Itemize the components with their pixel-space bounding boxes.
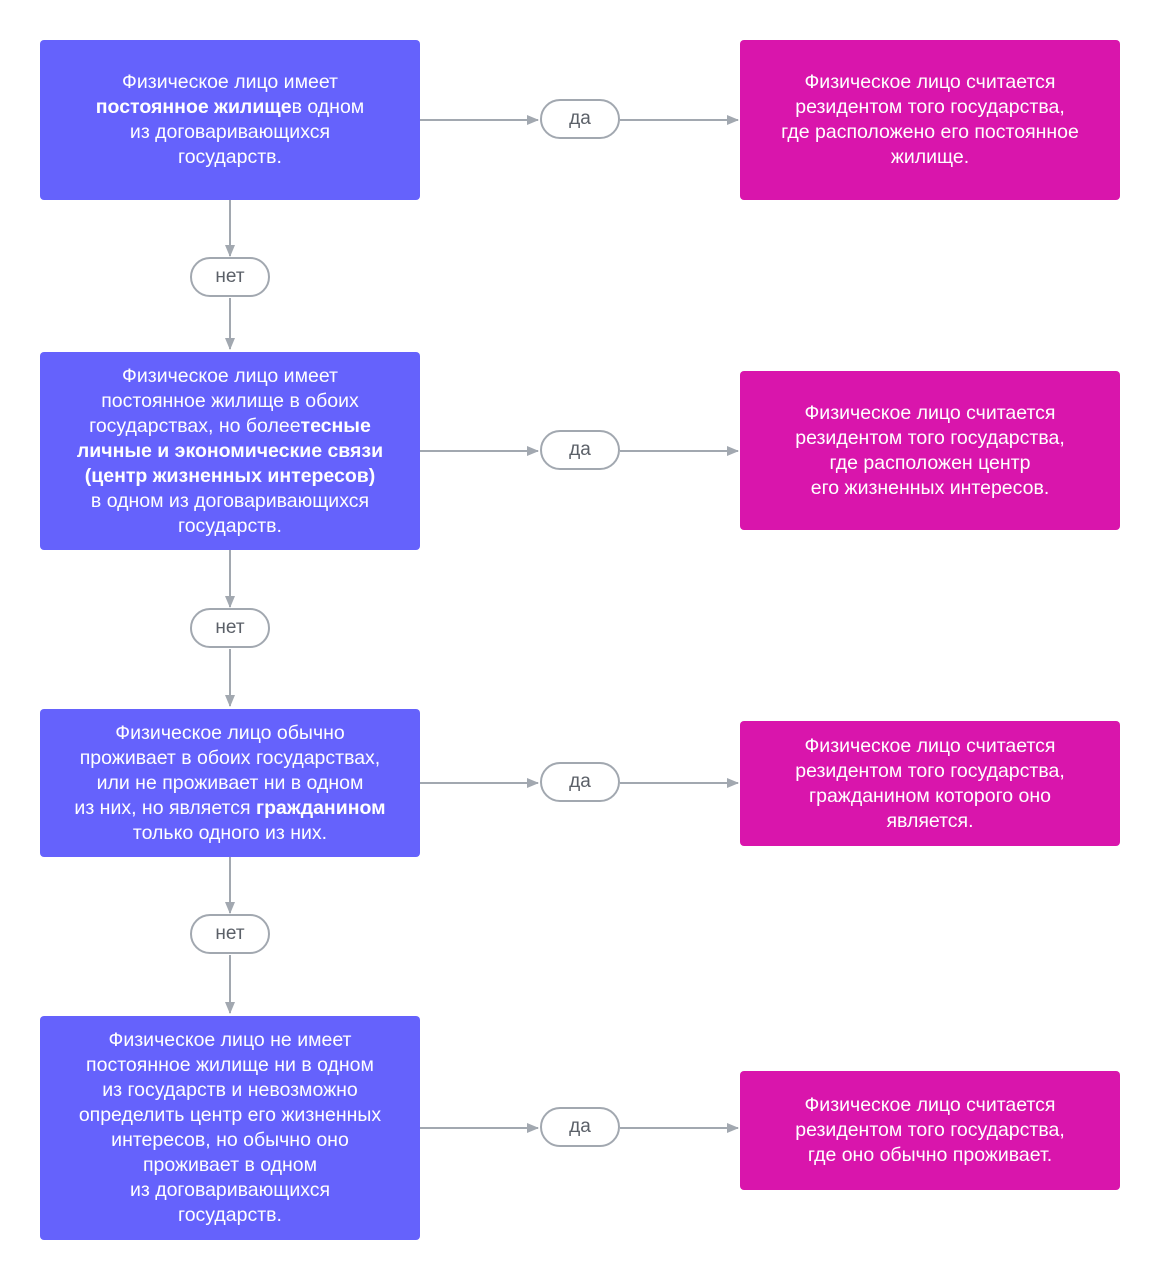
condition-text-3: Физическое лицо обычно проживает в обоих…	[74, 721, 386, 844]
yes-label-text: да	[569, 771, 591, 792]
no-label-text: нет	[215, 617, 245, 638]
yes-label-1: да	[540, 99, 620, 139]
result-text-2: Физическое лицо считается резидентом тог…	[795, 401, 1065, 499]
yes-label-text: да	[569, 108, 591, 129]
yes-label-3: да	[540, 762, 620, 802]
no-label-text: нет	[215, 923, 245, 944]
condition-box-4: Физическое лицо не имеет постоянное жили…	[40, 1016, 420, 1240]
result-box-3: Физическое лицо считается резидентом тог…	[740, 721, 1120, 846]
result-box-2: Физическое лицо считается резидентом тог…	[740, 371, 1120, 530]
condition-text-1: Физическое лицо имеет постоянное жилищев…	[95, 71, 365, 168]
condition-text-4: Физическое лицо не имеет постоянное жили…	[78, 1029, 382, 1226]
result-box-1: Физическое лицо считается резидентом тог…	[740, 40, 1120, 200]
result-text-4: Физическое лицо считается резидентом тог…	[795, 1094, 1065, 1166]
condition-box-3: Физическое лицо обычно проживает в обоих…	[40, 709, 420, 857]
yes-label-2: да	[540, 430, 620, 470]
result-text-1: Физическое лицо считается резидентом тог…	[781, 71, 1079, 168]
result-text-3: Физическое лицо считается резидентом тог…	[795, 734, 1065, 832]
result-box-4: Физическое лицо считается резидентом тог…	[740, 1071, 1120, 1190]
no-label-text: нет	[215, 266, 245, 287]
yes-label-text: да	[569, 439, 591, 460]
no-label-3: нет	[190, 914, 270, 954]
yes-label-4: да	[540, 1107, 620, 1147]
no-label-1: нет	[190, 257, 270, 297]
condition-box-1: Физическое лицо имеет постоянное жилищев…	[40, 40, 420, 200]
yes-label-text: да	[569, 1116, 591, 1137]
condition-box-2: Физическое лицо имеет постоянное жилище …	[40, 352, 420, 550]
condition-text-2: Физическое лицо имеет постоянное жилище …	[76, 364, 384, 537]
no-label-2: нет	[190, 608, 270, 648]
